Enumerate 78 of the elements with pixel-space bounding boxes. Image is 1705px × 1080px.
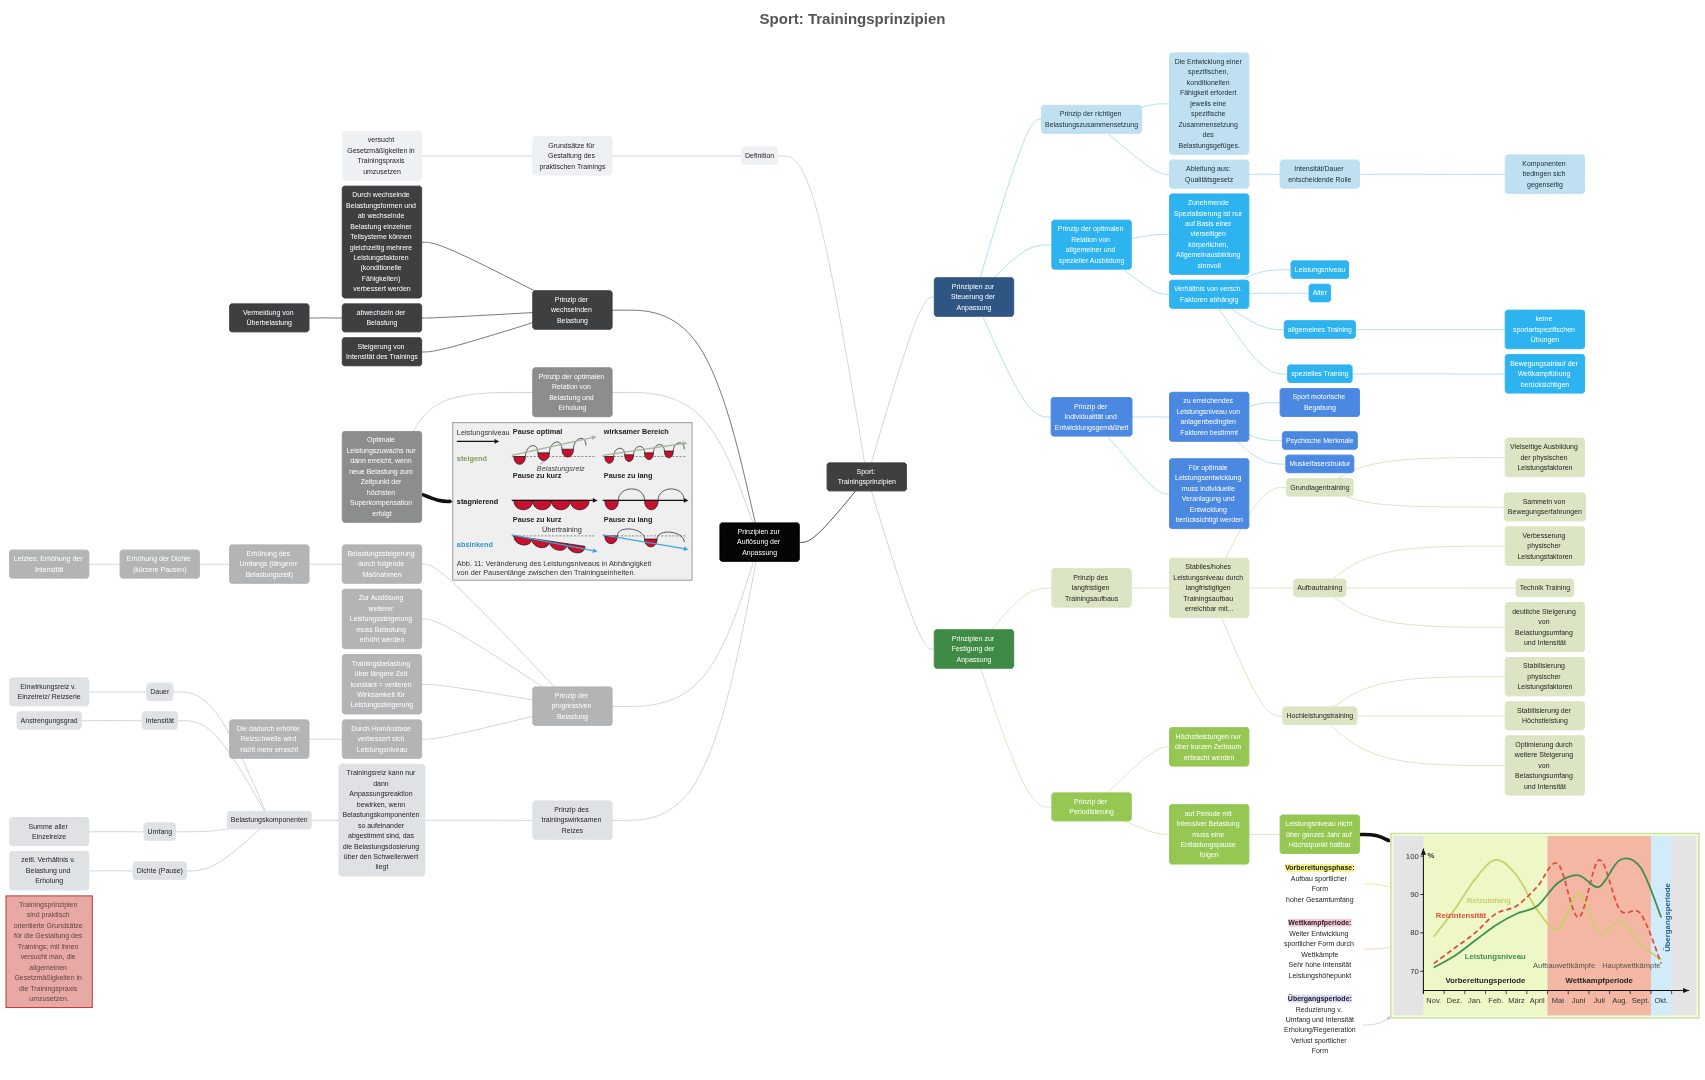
connector — [870, 296, 935, 464]
connector — [1236, 440, 1287, 465]
connector — [993, 244, 1053, 278]
connector — [1131, 233, 1171, 239]
connector — [1141, 102, 1171, 108]
axis-tick-label: Okt. — [1654, 995, 1669, 1005]
annotation-label: Aufbauwettkämpfe — [1533, 960, 1596, 970]
connector — [1248, 587, 1295, 589]
connector — [1359, 173, 1506, 175]
axis-tick-label: Mai — [1551, 995, 1564, 1005]
axis-tick-label: März — [1508, 995, 1525, 1005]
axis-tick-label: Dez. — [1446, 995, 1463, 1005]
connector — [421, 715, 534, 740]
diagram-title: Sport: Trainingsprinzipien — [759, 10, 946, 27]
connector — [990, 587, 1053, 630]
connector — [1248, 292, 1310, 294]
connector — [186, 828, 261, 871]
connector — [1106, 746, 1171, 794]
connector — [421, 683, 534, 700]
connector — [1230, 307, 1285, 330]
connector — [199, 563, 231, 565]
annotation-label: Hauptwettkämpfe — [1602, 960, 1661, 970]
connector — [88, 830, 145, 832]
connector — [1351, 373, 1506, 374]
connector — [1345, 495, 1505, 508]
connector — [1329, 723, 1506, 766]
axis-tick-label: Jan. — [1468, 995, 1483, 1005]
connector — [979, 118, 1043, 278]
axis-tick-label: Aug. — [1612, 995, 1628, 1005]
connector — [421, 563, 555, 688]
connector — [982, 315, 1052, 417]
connector — [308, 563, 343, 565]
axis-tick-label: Sept. — [1631, 995, 1650, 1005]
connector — [1131, 416, 1171, 417]
arrow — [421, 492, 453, 504]
connector — [980, 667, 1053, 808]
connector — [611, 309, 756, 524]
connector — [611, 560, 757, 821]
connector — [424, 819, 534, 821]
connector — [871, 490, 935, 650]
connector — [81, 719, 143, 721]
connector — [311, 819, 340, 821]
connector — [777, 155, 866, 464]
connector — [1224, 486, 1288, 559]
axis-tick-label: Nov. — [1426, 995, 1442, 1005]
connector — [88, 563, 121, 565]
connector — [421, 321, 534, 352]
connector — [1107, 132, 1171, 175]
connector — [1355, 328, 1506, 330]
connector — [1336, 456, 1506, 479]
connector — [1124, 820, 1171, 835]
axis-tick-label: Juni — [1571, 995, 1586, 1005]
node-picture — [452, 421, 693, 581]
connector — [421, 241, 536, 291]
connector — [308, 317, 343, 318]
axis-tick-label: April — [1529, 995, 1545, 1005]
connector — [1345, 587, 1517, 589]
connector — [611, 560, 754, 707]
axis-tick-label: Feb. — [1488, 995, 1504, 1005]
connector — [175, 827, 230, 832]
connector — [1356, 715, 1506, 716]
connector — [1332, 596, 1506, 628]
connector — [308, 738, 343, 740]
connector — [1248, 433, 1284, 441]
connector — [421, 311, 534, 318]
connector — [1248, 401, 1281, 407]
connector — [412, 391, 534, 432]
connector — [1122, 268, 1171, 295]
connector — [611, 391, 754, 524]
connector — [1248, 833, 1281, 835]
connector — [1248, 173, 1281, 175]
connector — [1218, 307, 1289, 374]
connector — [1221, 617, 1284, 716]
connector — [1131, 587, 1171, 589]
connector — [1107, 435, 1171, 494]
connector — [799, 490, 856, 543]
connector — [177, 719, 265, 812]
axis-tick-label: Juli — [1593, 995, 1605, 1005]
